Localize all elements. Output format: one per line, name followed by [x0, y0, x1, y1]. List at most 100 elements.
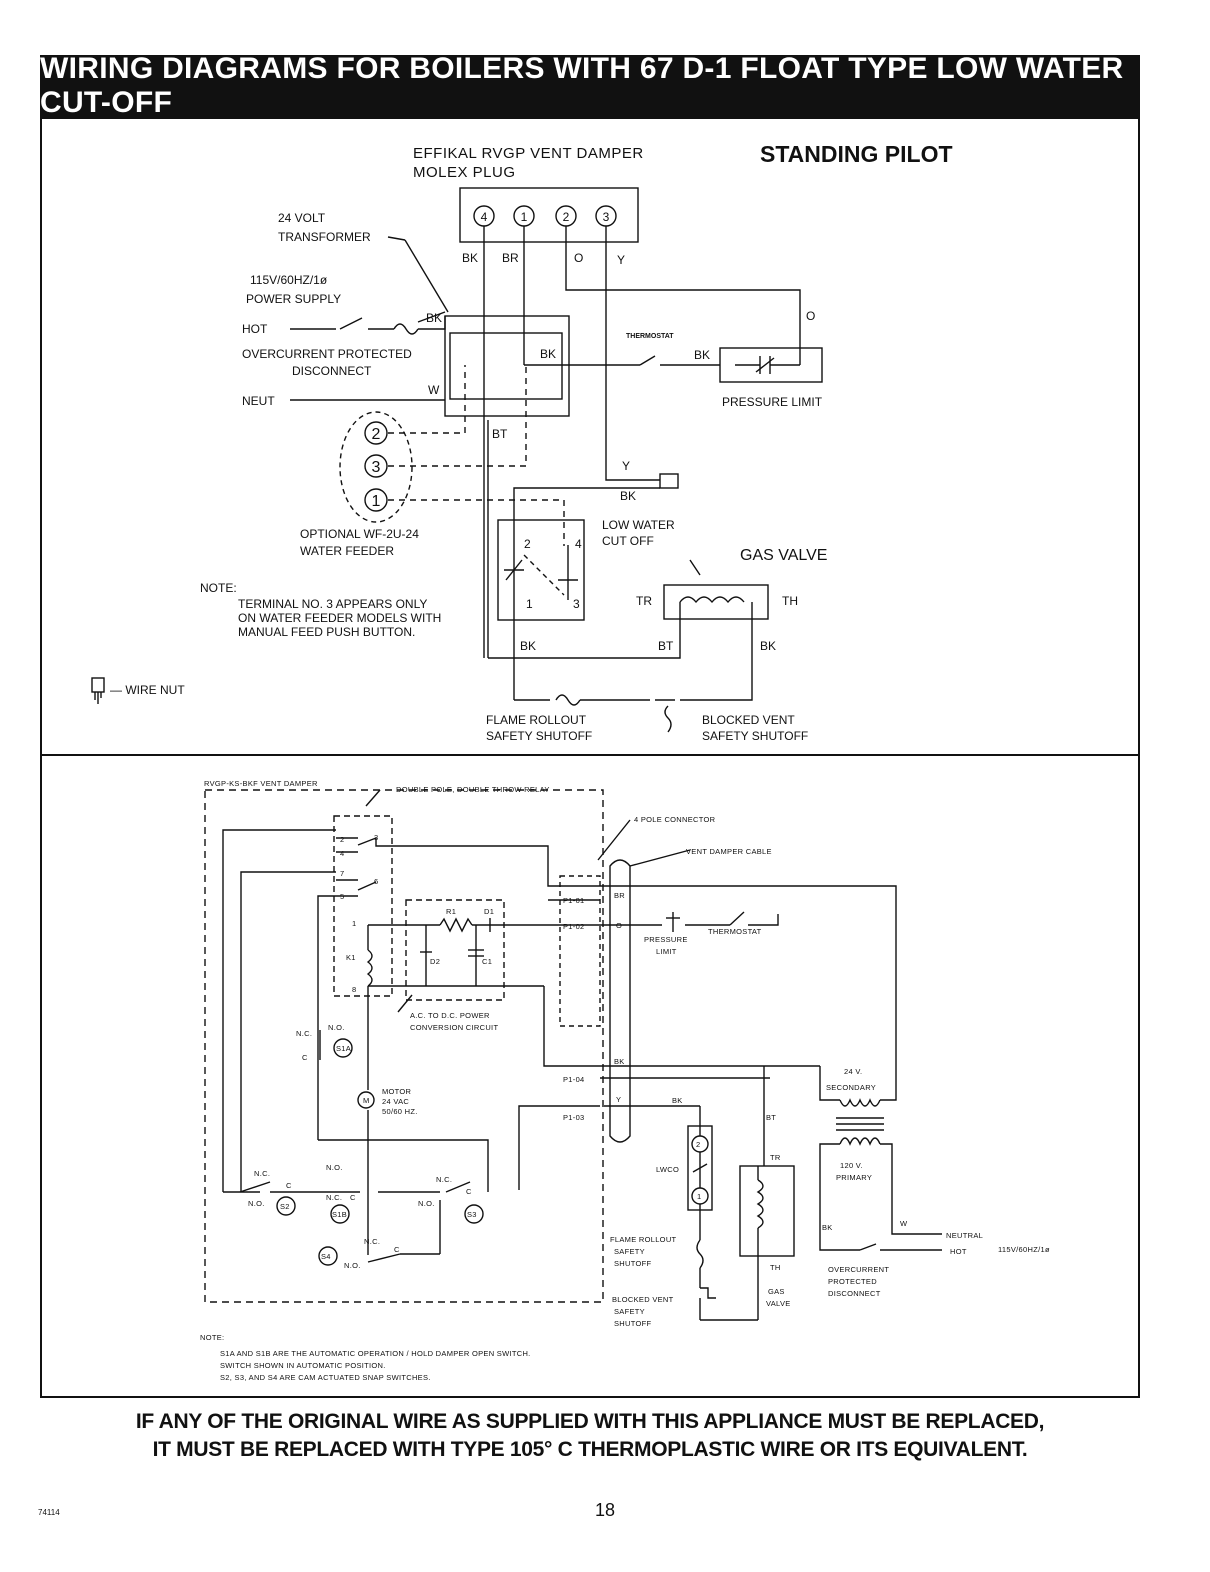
- disconnect-bottom-1: OVERCURRENT: [828, 1265, 889, 1274]
- transformer-label-1: 24 VOLT: [278, 211, 326, 225]
- p1-01-label: P1-01: [563, 896, 585, 905]
- cable-bk-label: BK: [614, 1057, 625, 1066]
- bottom-note-line-3: S2, S3, AND S4 ARE CAM ACTUATED SNAP SWI…: [220, 1373, 431, 1382]
- feeder-term-2: 2: [372, 426, 381, 443]
- s2-no-label: N.O.: [248, 1199, 265, 1208]
- d2-label: D2: [430, 957, 440, 966]
- lwco-term-1: 1: [526, 597, 533, 611]
- pin-3: 3: [603, 210, 610, 224]
- relay-term-4: 4: [340, 849, 344, 858]
- relay-term-3: 3: [374, 833, 378, 842]
- flame-rollout-bottom-1: FLAME ROLLOUT: [610, 1235, 677, 1244]
- gas-valve-tr-label: TR: [636, 594, 652, 608]
- relay-term-1: 1: [352, 919, 356, 928]
- top-note-title: NOTE:: [200, 581, 237, 595]
- wire-y-label: Y: [617, 253, 625, 267]
- wire-o-label: O: [574, 251, 583, 265]
- transformer-label-2: TRANSFORMER: [278, 230, 371, 244]
- s1a-nc-label: N.C.: [296, 1029, 312, 1038]
- cable-label: VENT DAMPER CABLE: [686, 847, 772, 856]
- s1b-c-label: C: [350, 1193, 356, 1202]
- s4-no-label: N.O.: [344, 1261, 361, 1270]
- relay-term-5: 5: [340, 892, 344, 901]
- k1-label: K1: [346, 953, 356, 962]
- top-note-line-2: ON WATER FEEDER MODELS WITH: [238, 611, 441, 625]
- blocked-vent-label-2: SAFETY SHUTOFF: [702, 729, 808, 743]
- blocked-vent-bottom-1: BLOCKED VENT: [612, 1295, 674, 1304]
- hot-bottom-label: HOT: [950, 1247, 967, 1256]
- wire-y-lwco-label: Y: [622, 459, 630, 473]
- diagram-frame: [40, 117, 1140, 1398]
- bottom-note-title: NOTE:: [200, 1333, 224, 1342]
- water-feeder-label-1: OPTIONAL WF-2U-24: [300, 527, 419, 541]
- gas-tr-bottom-label: TR: [770, 1153, 781, 1162]
- footer-warning-line-2: IT MUST BE REPLACED WITH TYPE 105° C THE…: [152, 1438, 1028, 1461]
- footer-warning-line-1: IF ANY OF THE ORIGINAL WIRE AS SUPPLIED …: [135, 1410, 1045, 1433]
- flame-rollout-label-2: SAFETY SHUTOFF: [486, 729, 592, 743]
- relay-term-2: 2: [340, 835, 344, 844]
- s4-label: S4: [321, 1252, 331, 1261]
- flame-rollout-bottom-2: SAFETY: [614, 1247, 645, 1256]
- wire-bt-bottom-label: BT: [766, 1113, 776, 1122]
- s3-label: S3: [467, 1210, 477, 1219]
- pressure-limit-bottom-2: LIMIT: [656, 947, 677, 956]
- lwco-bottom-label: LWCO: [656, 1165, 679, 1174]
- primary-label-2: PRIMARY: [836, 1173, 872, 1182]
- gas-valve-bottom-1: GAS: [768, 1287, 785, 1296]
- power-supply-label-1: 115V/60HZ/1ø: [250, 273, 328, 287]
- supply-bottom-label: 115V/60HZ/1ø: [998, 1245, 1050, 1254]
- disconnect-bottom-2: PROTECTED: [828, 1277, 877, 1286]
- relay-label: DOUBLE POLE, DOUBLE THROW RELAY: [396, 785, 550, 794]
- gas-valve-th-label: TH: [782, 594, 798, 608]
- s1a-label: S1A: [336, 1044, 351, 1053]
- s1a-no-label: N.O.: [328, 1023, 345, 1032]
- s1b-label: S1B: [332, 1210, 347, 1219]
- relay-term-6: 6: [374, 877, 378, 886]
- p1-04-label: P1-04: [563, 1075, 585, 1084]
- secondary-label-1: 24 V.: [844, 1067, 862, 1076]
- secondary-label-2: SECONDARY: [826, 1083, 876, 1092]
- standing-pilot-title: STANDING PILOT: [760, 141, 953, 167]
- lwco-term-2: 2: [524, 537, 531, 551]
- top-note-line-1: TERMINAL NO. 3 APPEARS ONLY: [238, 597, 427, 611]
- s2-nc-label: N.C.: [254, 1169, 270, 1178]
- wire-o-pressure-label: O: [806, 309, 815, 323]
- damper-plug-label-1: EFFIKAL RVGP VENT DAMPER: [413, 145, 644, 162]
- disconnect-label-2: DISCONNECT: [292, 364, 372, 378]
- blocked-vent-bottom-2: SAFETY: [614, 1307, 645, 1316]
- lwco-label-1: LOW WATER: [602, 518, 675, 532]
- relay-term-8: 8: [352, 985, 356, 994]
- gas-valve-bottom-2: VALVE: [766, 1299, 791, 1308]
- wire-bt-gas-label: BT: [658, 639, 674, 653]
- s1a-c-label: C: [302, 1053, 308, 1062]
- feeder-term-3: 3: [372, 459, 381, 476]
- ac-dc-label-1: A.C. TO D.C. POWER: [410, 1011, 490, 1020]
- gas-valve-label: GAS VALVE: [740, 547, 827, 564]
- hot-label: HOT: [242, 322, 268, 336]
- connector-label: 4 POLE CONNECTOR: [634, 815, 716, 824]
- wire-bk-lwco-label: BK: [620, 489, 636, 503]
- vent-damper-label: RVGP-KS-BKF VENT DAMPER: [204, 779, 318, 788]
- bottom-note-line-2: SWITCH SHOWN IN AUTOMATIC POSITION.: [220, 1361, 386, 1370]
- wire-bk-lwco-bottom-label: BK: [520, 639, 536, 653]
- page-number: 18: [594, 1500, 616, 1520]
- wire-bk-gas-label: BK: [760, 639, 776, 653]
- disconnect-label-1: OVERCURRENT PROTECTED: [242, 347, 412, 361]
- cable-br-label: BR: [614, 891, 625, 900]
- cable-y-label: Y: [616, 1095, 621, 1104]
- wire-w-label: W: [428, 383, 440, 397]
- relay-term-7: 7: [340, 869, 344, 878]
- thermostat-bottom-label: THERMOSTAT: [708, 927, 762, 936]
- neut-label: NEUT: [242, 394, 275, 408]
- s3-c-label: C: [466, 1187, 472, 1196]
- motor-label-1: MOTOR: [382, 1087, 412, 1096]
- lwco-term-3: 3: [573, 597, 580, 611]
- s1b-no-label: N.O.: [326, 1163, 343, 1172]
- s2-label: S2: [280, 1202, 290, 1211]
- r1-label: R1: [446, 907, 456, 916]
- wire-bk-xfmr-label: BK: [540, 347, 556, 361]
- document-id: 74114: [38, 1508, 60, 1517]
- motor-m-label: M: [363, 1096, 370, 1105]
- d1-label: D1: [484, 907, 494, 916]
- pressure-limit-label: PRESSURE LIMIT: [722, 395, 823, 409]
